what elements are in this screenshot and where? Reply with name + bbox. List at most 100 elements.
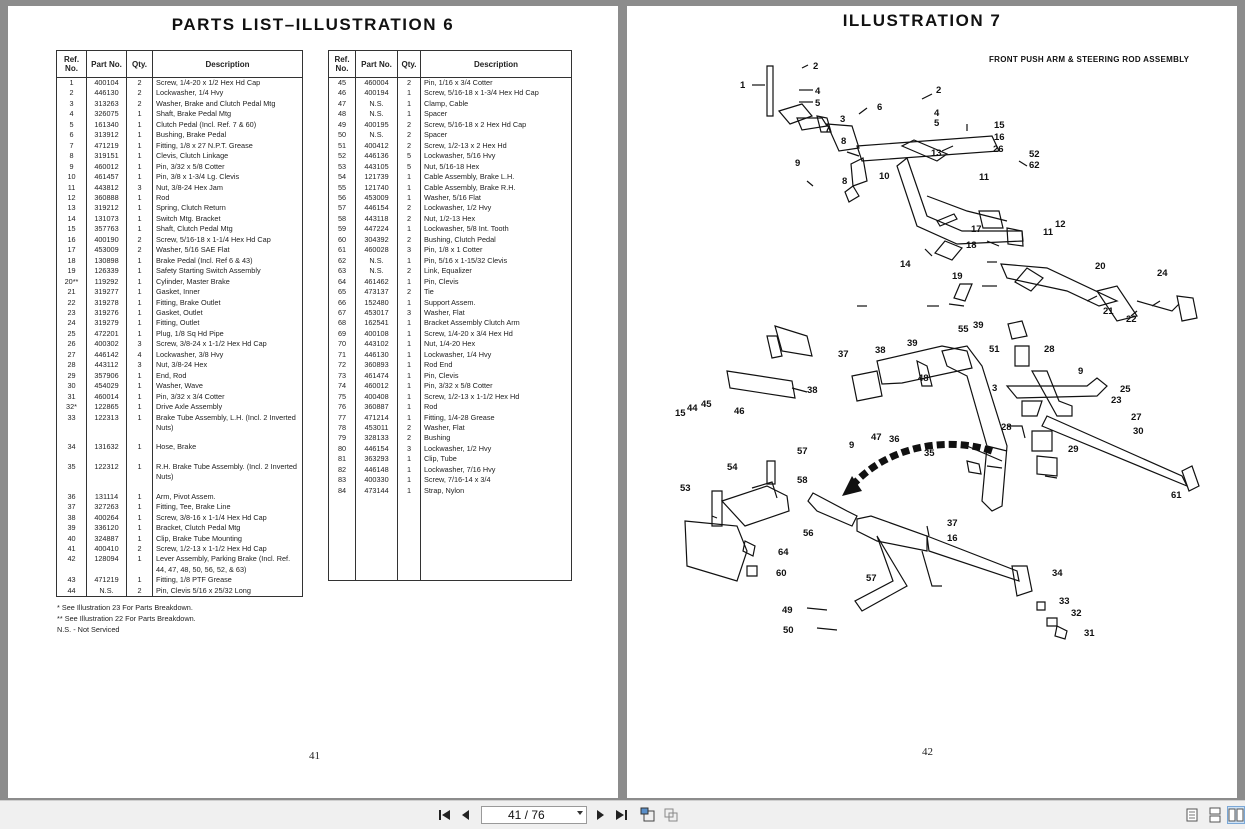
page-number-select[interactable]: 41 / 76: [481, 806, 587, 824]
description-cell: Spring, Clutch Return: [152, 203, 303, 214]
description-cell: Arm, Pivot Assem.: [152, 491, 303, 503]
callout: 27: [1131, 412, 1142, 423]
empty-cell: [420, 537, 572, 549]
qty-cell: 1: [126, 119, 153, 131]
part-no-cell: 119292: [86, 276, 127, 288]
part-no-cell: 328133: [355, 433, 398, 444]
spacer-cell: [152, 433, 303, 443]
empty-row: [328, 496, 572, 507]
callout: 9: [795, 158, 800, 169]
description-cell: Screw, 1/4-20 x 1/2 Hex Hd Cap: [152, 77, 303, 89]
description-cell: Bushing: [420, 433, 572, 444]
part-no-cell: 472201: [86, 328, 127, 340]
callout: 2: [936, 85, 941, 96]
description-cell: Washer, Flat: [420, 422, 572, 434]
ref-no-cell: 37: [56, 502, 87, 513]
ref-no-cell: 22: [56, 297, 87, 308]
two-page-icon[interactable]: [1227, 806, 1245, 824]
ref-no-cell: 71: [328, 349, 356, 361]
ref-no-cell: 33: [56, 412, 87, 434]
callout: 29: [1068, 444, 1079, 455]
description-cell: Spacer: [420, 109, 572, 120]
callout: 56: [803, 528, 814, 539]
last-page-icon[interactable]: [613, 807, 629, 823]
qty-cell: 1: [126, 172, 153, 183]
callout: 57: [797, 446, 808, 457]
ref-no-cell: 48: [328, 109, 356, 120]
empty-cell: [328, 558, 356, 570]
part-no-cell: 460012: [86, 161, 127, 173]
callout: 5: [934, 118, 940, 129]
qty-cell: 1: [397, 297, 421, 308]
empty-cell: [420, 558, 572, 570]
description-cell: Pin, 3/32 x 5/8 Cotter: [420, 381, 572, 392]
callout: 28: [1001, 422, 1012, 433]
qty-cell: 1: [126, 213, 153, 225]
footnote: * See Illustration 23 For Parts Breakdow…: [57, 603, 193, 612]
part-no-cell: 461474: [355, 370, 398, 382]
ref-no-cell: 61: [328, 245, 356, 256]
first-page-icon[interactable]: [437, 807, 453, 823]
ref-no-cell: 6: [56, 130, 87, 141]
description-cell: Clutch Pedal (Incl. Ref. 7 & 60): [152, 119, 303, 131]
part-no-cell: 400330: [355, 475, 398, 486]
table-header: Ref. No. Part No. Qty. Description: [56, 50, 303, 78]
ref-no-cell: 49: [328, 119, 356, 131]
table-spacer: [56, 482, 303, 492]
qty-cell: 1: [126, 502, 153, 513]
ref-no-cell: 62: [328, 255, 356, 267]
document-viewer[interactable]: PARTS LIST–ILLUSTRATION 6 Ref. No. Part …: [0, 0, 1245, 800]
single-page-icon[interactable]: [1184, 807, 1200, 823]
description-cell: Pin, 3/32 x 3/4 Cotter: [152, 391, 303, 403]
callout: 31: [1084, 628, 1095, 639]
ref-no-cell: 5: [56, 119, 87, 131]
ref-no-cell: 11: [56, 182, 87, 193]
empty-cell: [397, 496, 421, 507]
qty-cell: 1: [126, 381, 153, 392]
part-no-cell: 400108: [355, 328, 398, 340]
ref-no-cell: 16: [56, 234, 87, 246]
qty-cell: 1: [397, 276, 421, 288]
qty-cell: 1: [397, 360, 421, 371]
part-no-cell: 443118: [355, 213, 398, 225]
illustration-subtitle: FRONT PUSH ARM & STEERING ROD ASSEMBLY: [989, 55, 1190, 64]
exploded-parts-diagram: 1 2 4 5 2 6 4 5 7 3 8 9 8 10 11 13 15 16…: [675, 61, 1200, 640]
qty-cell: 1: [126, 328, 153, 340]
spacer-cell: [152, 482, 303, 492]
continuous-icon[interactable]: [1207, 807, 1223, 823]
qty-cell: 1: [397, 224, 421, 235]
qty-cell: 3: [126, 182, 153, 193]
next-page-icon[interactable]: [592, 807, 608, 823]
qty-cell: 1: [126, 130, 153, 141]
qty-cell: 1: [126, 203, 153, 214]
description-cell: Shaft, Brake Pedal Mtg: [152, 109, 303, 120]
ref-no-cell: 59: [328, 224, 356, 235]
prev-page-icon[interactable]: [458, 807, 474, 823]
callout: 8: [841, 136, 846, 147]
qty-cell: 2: [397, 287, 421, 298]
fit-width-icon[interactable]: [663, 807, 679, 823]
callout: 4: [934, 108, 940, 119]
part-no-cell: 327263: [86, 502, 127, 513]
fit-page-icon[interactable]: [640, 807, 656, 823]
part-no-cell: 326075: [86, 109, 127, 120]
part-no-cell: 128094: [86, 554, 127, 576]
part-no-cell: 122312: [86, 461, 127, 483]
description-cell: Clevis, Clutch Linkage: [152, 151, 303, 162]
col-ref-no: Ref. No.: [56, 50, 87, 78]
page-indicator: 41 / 76: [508, 808, 545, 822]
part-no-cell: 304392: [355, 234, 398, 246]
